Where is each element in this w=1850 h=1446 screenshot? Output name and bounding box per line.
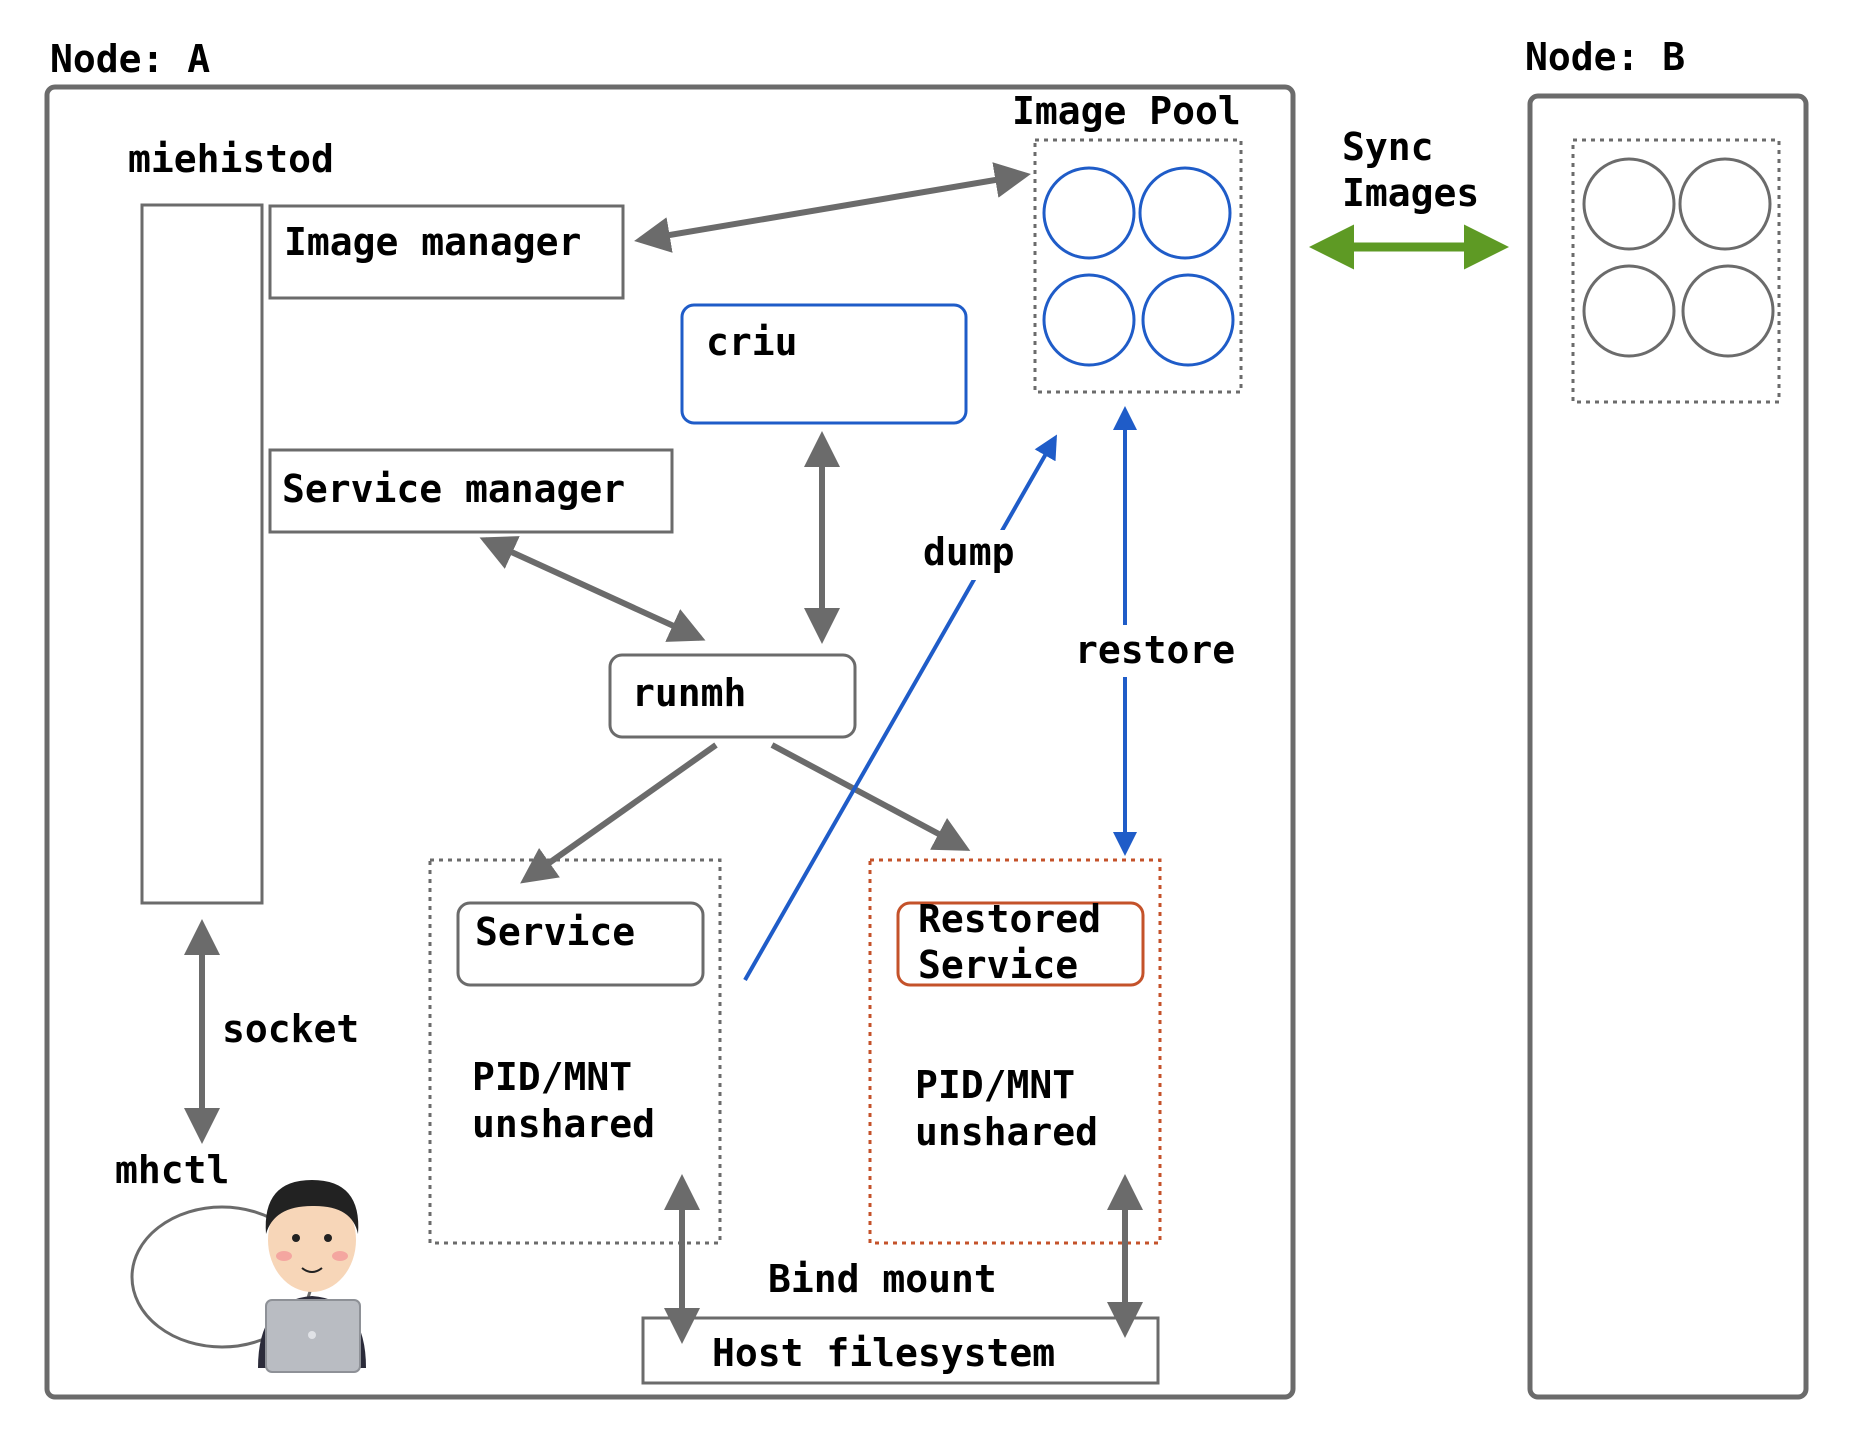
restored-service-line2: Service	[918, 943, 1078, 987]
image-circle	[1141, 273, 1235, 367]
bind-mount-label: Bind mount	[768, 1257, 997, 1301]
runmh-box	[608, 653, 857, 739]
service-manager-box	[268, 448, 674, 534]
runmh-service-arrow	[520, 742, 718, 884]
image-manager-label: Image manager	[284, 220, 581, 264]
restored-service-box	[896, 901, 1145, 987]
host-filesystem-label: Host filesystem	[712, 1331, 1055, 1375]
service-namespace-box	[428, 858, 722, 1245]
restored-service-line1: Restored	[918, 897, 1101, 941]
node-b-frame	[1527, 93, 1809, 1400]
dump-arrow	[743, 434, 1057, 981]
user-with-laptop-icon	[258, 1180, 366, 1373]
image-pool-box	[1033, 138, 1243, 394]
mhctl-label: mhctl	[115, 1148, 229, 1192]
sync-label-line1: Sync	[1342, 125, 1434, 169]
image-circle	[1582, 157, 1676, 251]
service-manager-runmh-arrow	[479, 536, 706, 642]
image-manager-box	[268, 204, 625, 300]
dump-label-bg	[918, 530, 1028, 580]
image-pool-label: Image Pool	[1012, 89, 1241, 133]
node-a-label: Node: A	[50, 37, 210, 81]
restored-ns-line2: unshared	[915, 1110, 1098, 1154]
node-b-label: Node: B	[1525, 35, 1685, 79]
service-ns-line1: PID/MNT	[472, 1055, 632, 1099]
sync-label-line2: Images	[1342, 171, 1479, 215]
criu-box	[680, 303, 968, 425]
restored-ns-line1: PID/MNT	[915, 1063, 1075, 1107]
miehistod-box	[140, 203, 264, 905]
node-a-frame	[44, 84, 1296, 1400]
image-circle	[1042, 166, 1136, 260]
service-manager-label: Service manager	[282, 467, 625, 511]
miehistod-label: miehistod	[128, 137, 334, 181]
host-filesystem-box	[641, 1316, 1160, 1385]
runmh-label: runmh	[632, 671, 746, 715]
image-circle	[1042, 273, 1136, 367]
image-circle	[1681, 264, 1775, 358]
image-circle	[1582, 264, 1676, 358]
image-manager-pool-arrow	[634, 162, 1031, 253]
runmh-restored-arrow	[770, 742, 971, 851]
restored-namespace-box	[868, 858, 1162, 1245]
node-b-image-pool-box	[1571, 138, 1781, 404]
service-label: Service	[475, 910, 635, 954]
restore-label-bg	[1070, 625, 1250, 677]
image-circle	[1678, 157, 1772, 251]
service-ns-line2: unshared	[472, 1102, 655, 1146]
dump-label: dump	[923, 530, 1015, 574]
service-box	[456, 901, 705, 987]
criu-label: criu	[706, 320, 798, 364]
restore-label: restore	[1075, 628, 1235, 672]
image-circle	[1138, 166, 1232, 260]
socket-label: socket	[222, 1007, 359, 1051]
